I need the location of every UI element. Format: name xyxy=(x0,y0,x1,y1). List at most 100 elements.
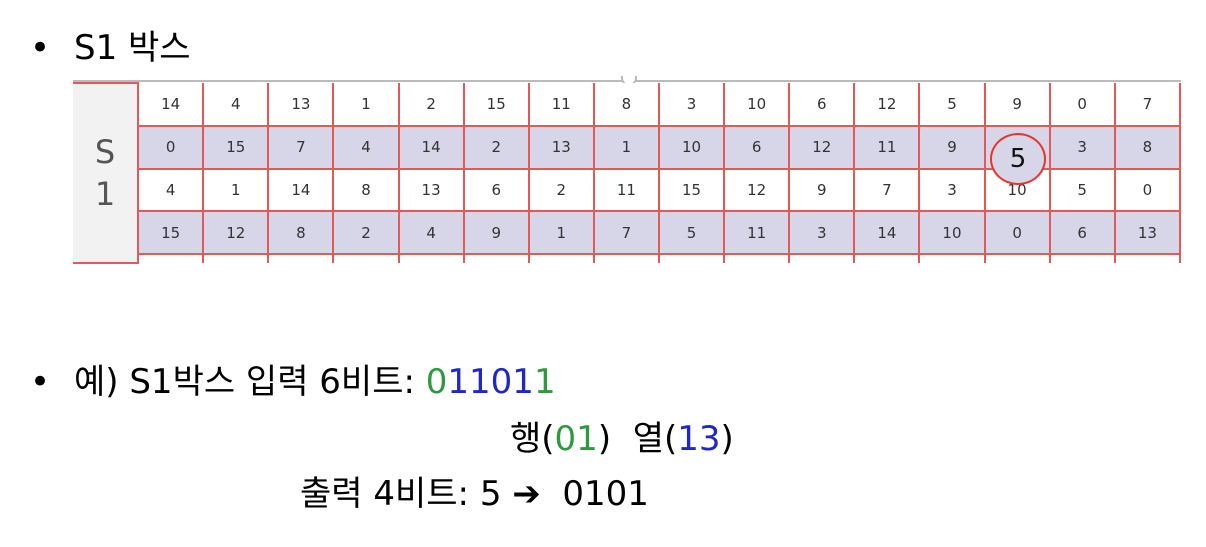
input-bits-middle: 1101 xyxy=(447,362,534,402)
sbox-cell: 14 xyxy=(267,167,335,213)
sbox-cell: 1 xyxy=(332,83,400,127)
sbox-cell: 14 xyxy=(397,124,465,170)
sbox-edge-cell xyxy=(853,253,921,263)
sbox-cell: 2 xyxy=(332,210,400,255)
input-bit-first: 0 xyxy=(425,362,448,402)
sbox-cell: 9 xyxy=(983,83,1051,127)
col-value: 13 xyxy=(677,419,721,459)
sbox-cell: 15 xyxy=(657,167,726,213)
bullet-example: •예) S1박스 입력 6비트: 011011 xyxy=(30,362,556,402)
col-close: ) xyxy=(720,419,734,459)
sbox-edge-cell xyxy=(723,253,791,263)
sbox-cell: 13 xyxy=(527,124,595,170)
sbox-cell: 10 xyxy=(657,124,726,170)
input-bit-last: 1 xyxy=(533,362,556,402)
sbox-cell: 1 xyxy=(202,167,270,213)
sbox-cell: 5 xyxy=(1048,167,1116,213)
sbox-edge-cell xyxy=(202,253,270,263)
sbox-cell: 4 xyxy=(397,210,465,255)
bullet-dot: • xyxy=(30,362,51,402)
sbox-cell: 14 xyxy=(137,83,205,127)
sbox-cell: 7 xyxy=(592,210,660,255)
sbox-cell: 7 xyxy=(267,124,335,170)
sbox-cell: 2 xyxy=(527,167,595,213)
sbox-cell: 0 xyxy=(137,124,205,170)
sbox-cell: 10 xyxy=(723,83,791,127)
sbox-cell: 0 xyxy=(1048,83,1116,127)
sbox-cell: 6 xyxy=(1048,210,1116,255)
sbox-cell: 1 xyxy=(527,210,595,255)
heading-s1-box: S1 박스 xyxy=(74,28,191,68)
sbox-cell: 3 xyxy=(918,167,986,213)
sbox-cell: 14 xyxy=(853,210,921,255)
bullet-dot: • xyxy=(30,28,51,68)
sbox-cell: 11 xyxy=(527,83,595,127)
sbox-cell: 12 xyxy=(788,124,856,170)
sbox-cell: 15 xyxy=(202,124,270,170)
bullet-s1-box: • S1 박스 xyxy=(30,28,191,68)
sbox-cell: 8 xyxy=(592,83,660,127)
output-bits: 0101 xyxy=(540,474,649,514)
sbox-cell: 9 xyxy=(918,124,986,170)
sbox-cell: 9 xyxy=(788,167,856,213)
sbox-cell: 4 xyxy=(332,124,400,170)
sbox-edge-cell xyxy=(788,253,856,263)
sbox-cell: 4 xyxy=(202,83,270,127)
sbox-cell: 11 xyxy=(592,167,660,213)
output-line: 출력 4비트: 5 ➔ 0101 xyxy=(300,474,649,514)
sbox-cell: 8 xyxy=(1113,124,1182,170)
sbox-edge-cell xyxy=(462,253,530,263)
sbox-edge-cell xyxy=(1048,253,1116,263)
sbox-cell: 12 xyxy=(202,210,270,255)
sbox-cell: 6 xyxy=(723,124,791,170)
sbox-edge-cell xyxy=(397,253,465,263)
row-value: 01 xyxy=(554,419,598,459)
sbox-edge-cell xyxy=(332,253,400,263)
output-prefix: 출력 4비트: 5 xyxy=(300,474,513,514)
sbox-edge-cell xyxy=(267,253,335,263)
sbox-cell: 3 xyxy=(657,83,726,127)
sbox-cell: 11 xyxy=(853,124,921,170)
row-label: 행( xyxy=(510,419,555,459)
sbox-cell: 4 xyxy=(137,167,205,213)
sbox-cell: 15 xyxy=(137,210,205,255)
sbox-cell: 8 xyxy=(332,167,400,213)
sbox-edge-cell xyxy=(527,253,595,263)
sbox-cell: 7 xyxy=(1113,83,1182,127)
sbox-cell: 5 xyxy=(918,83,986,127)
sbox-label-top: S xyxy=(94,133,116,171)
sbox-cell: 10 xyxy=(918,210,986,255)
sbox-edge-cell xyxy=(657,253,726,263)
sbox-cell: 13 xyxy=(267,83,335,127)
col-label: 열( xyxy=(632,419,678,459)
sbox-cell: 9 xyxy=(462,210,530,255)
sbox-edge-cell xyxy=(983,253,1051,263)
sbox-cell: 2 xyxy=(462,124,530,170)
sbox-cell: 15 xyxy=(462,83,530,127)
sbox-label-bottom: 1 xyxy=(94,175,116,213)
sbox-cell: 3 xyxy=(788,210,856,255)
sbox-cell: 3 xyxy=(1048,124,1116,170)
sbox-cell: 13 xyxy=(1113,210,1182,255)
sbox-cell: 6 xyxy=(788,83,856,127)
arrow-icon: ➔ xyxy=(512,474,541,514)
sbox-cell: 13 xyxy=(397,167,465,213)
sbox-cell: 12 xyxy=(853,83,921,127)
table-edge-row xyxy=(73,253,1182,263)
sbox-cell: 12 xyxy=(723,167,791,213)
sbox-cell: 2 xyxy=(397,83,465,127)
sbox-cell: 7 xyxy=(853,167,921,213)
sbox-cell: 0 xyxy=(1113,167,1182,213)
row-col-line: 행(01) 열(13) xyxy=(510,419,734,459)
row-close: ) xyxy=(597,419,633,459)
sbox-cell: 1 xyxy=(592,124,660,170)
sbox-edge-cell xyxy=(918,253,986,263)
sbox-cell: 11 xyxy=(723,210,791,255)
sbox-edge-cell xyxy=(1113,253,1182,263)
sbox-edge-cell xyxy=(592,253,660,263)
